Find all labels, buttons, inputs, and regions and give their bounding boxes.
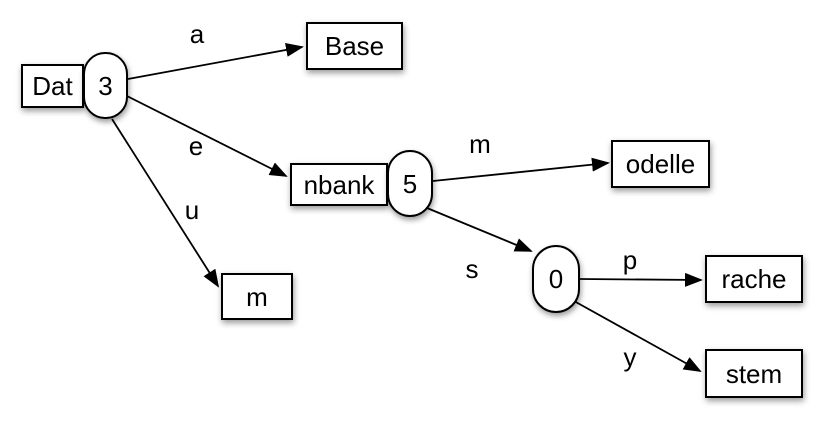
- edge-label-a: a: [189, 19, 205, 49]
- edge-a-line: [127, 43, 304, 80]
- edge-label-s: s: [465, 254, 479, 284]
- edge-p-line: [579, 272, 703, 287]
- edge-label-y: y: [623, 342, 637, 372]
- edge-m-line: [432, 157, 610, 182]
- node-count-3: 3: [83, 52, 128, 119]
- node-dat: Dat: [21, 64, 84, 108]
- edge-s-line: [426, 207, 533, 252]
- edge-e-line: [126, 95, 288, 177]
- node-odelle: odelle: [611, 140, 710, 188]
- edge-label-m: m: [469, 129, 491, 159]
- edge-u-line: [111, 118, 220, 288]
- node-nbank: nbank: [290, 163, 388, 206]
- edge-label-p: p: [622, 245, 638, 275]
- edge-label-u: u: [184, 195, 200, 225]
- node-m: m: [221, 273, 293, 320]
- node-base: Base: [306, 22, 403, 70]
- edge-label-e: e: [188, 131, 204, 161]
- edge-y-line: [573, 300, 702, 372]
- node-count-5: 5: [387, 150, 433, 217]
- node-stem: stem: [705, 349, 803, 398]
- node-rache: rache: [705, 255, 803, 303]
- node-count-0: 0: [532, 245, 580, 313]
